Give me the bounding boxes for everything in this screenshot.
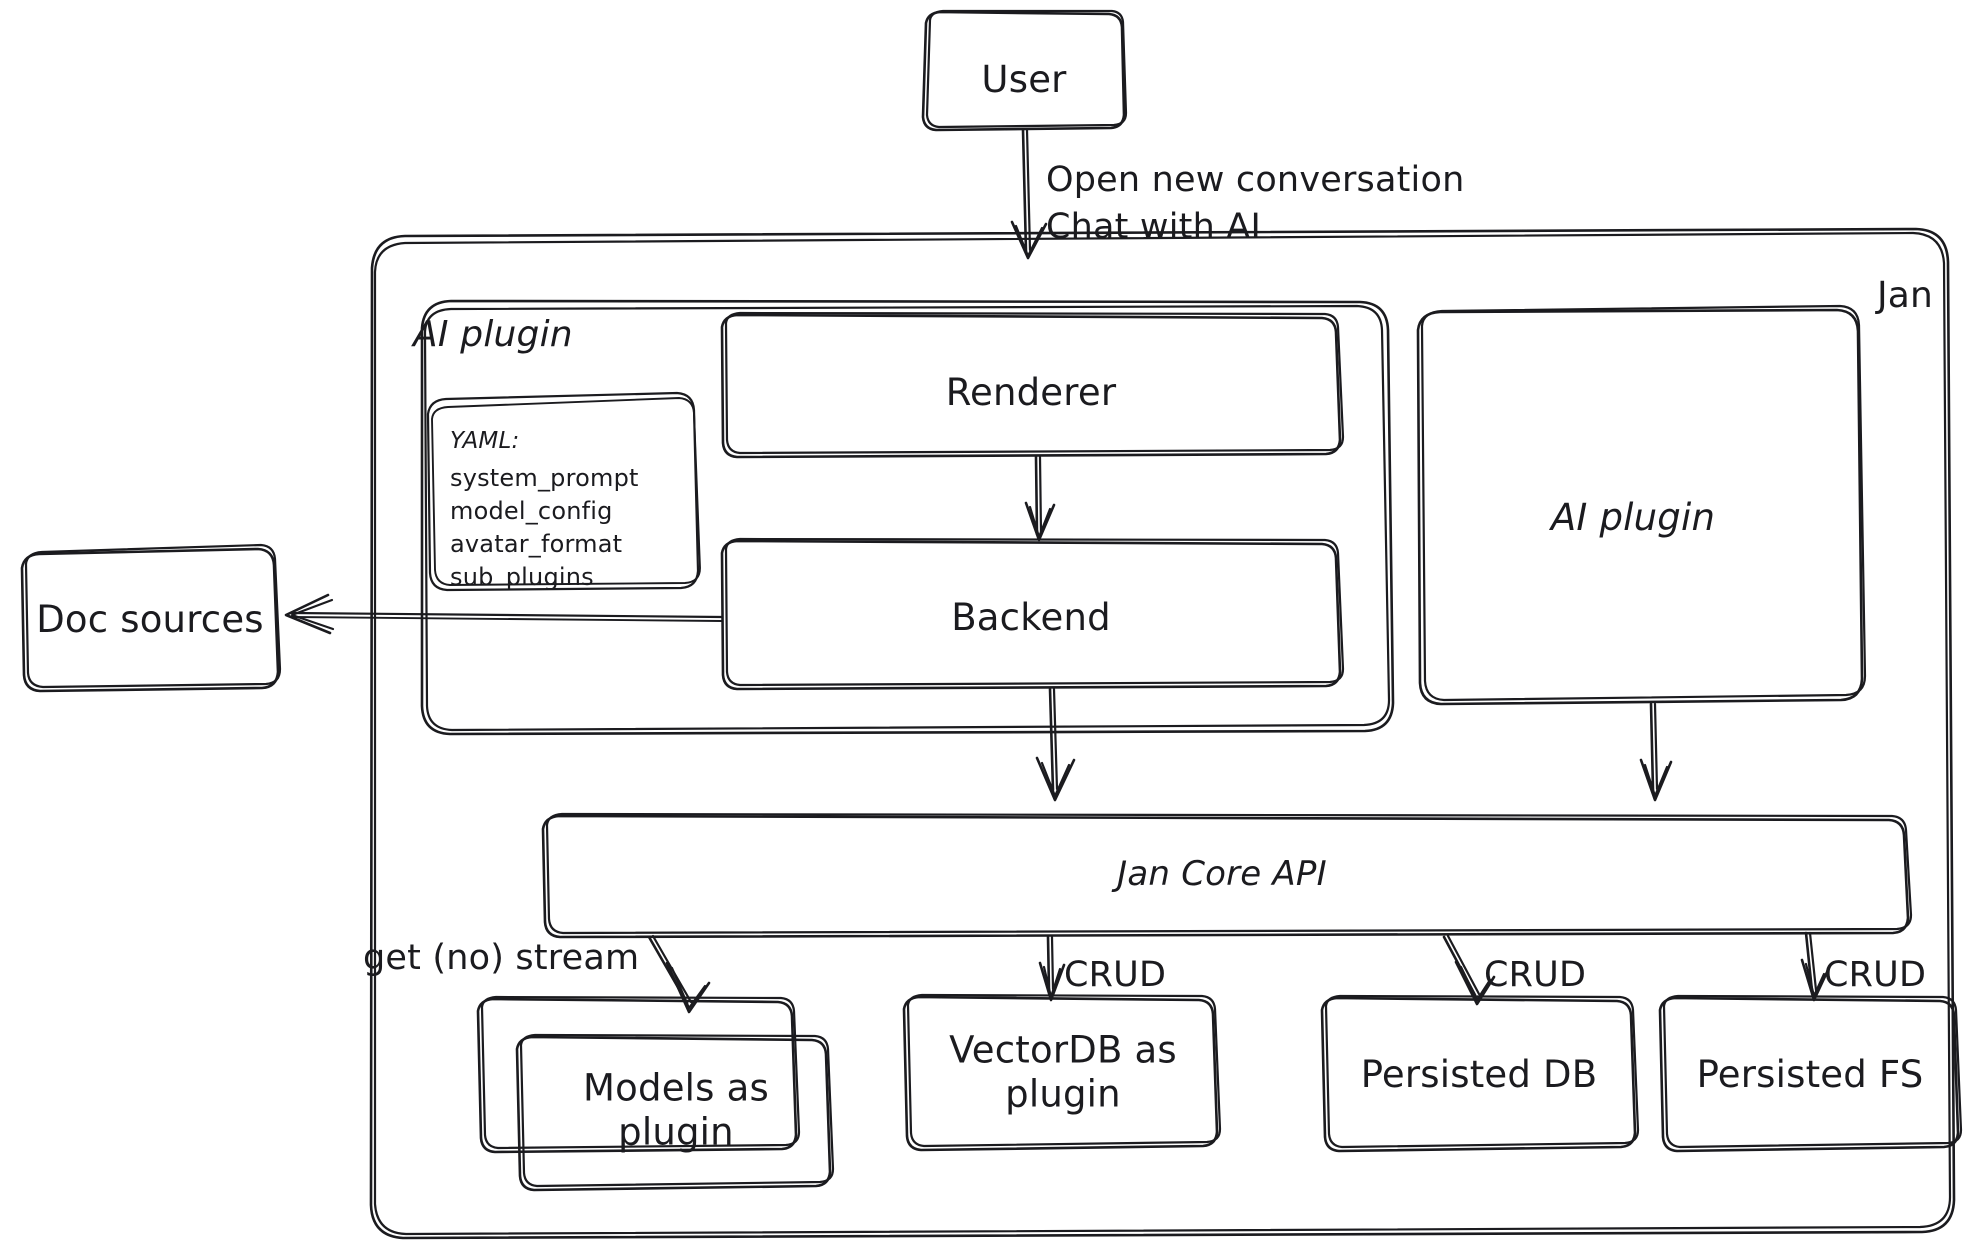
node-label-ai-plugin[interactable]: AI plugin xyxy=(1550,496,1716,540)
node-label-user[interactable]: User xyxy=(981,58,1067,102)
edge-core-api-to-models-plugin xyxy=(647,934,711,1014)
node-models-plugin-back-outline xyxy=(476,995,801,1154)
edge-label-crud-persisted-fs: CRUD xyxy=(1824,955,1927,995)
yaml-card-key-avatar-format: avatar_format xyxy=(450,530,623,558)
node-renderer-outline xyxy=(720,311,1345,459)
edge-renderer-to-backend xyxy=(1024,455,1056,542)
node-label-backend[interactable]: Backend xyxy=(951,596,1111,640)
node-label-jan-core-api[interactable]: Jan Core API xyxy=(1117,853,1327,894)
edge-backend-to-doc-sources xyxy=(284,593,724,635)
container-label-ai-plugin-group: AI plugin xyxy=(413,314,573,355)
edge-user-to-renderer xyxy=(1010,128,1048,260)
node-label-vectordb-plugin[interactable]: VectorDB as plugin xyxy=(949,1028,1177,1115)
container-label-jan: Jan xyxy=(1876,274,1934,316)
yaml-card-key-sub-plugins: sub_plugins xyxy=(450,563,594,591)
yaml-card-heading: YAML: xyxy=(450,428,520,454)
edge-ai-plugin-to-core-api xyxy=(1639,702,1673,802)
edge-core-api-to-vectordb xyxy=(1038,935,1066,1002)
edge-label-get-no-stream: get (no) stream xyxy=(363,938,640,978)
node-user-outline xyxy=(921,9,1128,132)
edge-core-api-to-persisted-db xyxy=(1442,934,1496,1006)
edge-label-crud-persisted-db: CRUD xyxy=(1484,955,1587,995)
node-label-persisted-fs[interactable]: Persisted FS xyxy=(1696,1053,1924,1097)
node-ai-plugin-outline xyxy=(1416,304,1867,706)
node-persisted-fs-outline xyxy=(1658,994,1963,1153)
edge-core-api-to-persisted-fs xyxy=(1800,931,1830,1002)
edge-label-crud-vectordb: CRUD xyxy=(1064,955,1167,995)
edge-label-open-new-conversation: Open new conversation xyxy=(1046,160,1465,200)
edge-backend-to-core-api xyxy=(1035,687,1076,802)
node-models-plugin-front-outline xyxy=(515,1033,835,1192)
node-label-doc-sources[interactable]: Doc sources xyxy=(36,598,264,642)
node-doc-sources-outline xyxy=(20,543,282,693)
node-jan-core-api-outline xyxy=(541,812,1913,939)
node-persisted-db-outline xyxy=(1320,994,1640,1153)
node-label-persisted-db[interactable]: Persisted DB xyxy=(1360,1053,1598,1097)
node-vectordb-plugin-outline xyxy=(902,993,1222,1152)
yaml-card-key-system-prompt: system_prompt xyxy=(450,464,639,492)
container-ai-plugin-group-outline xyxy=(420,299,1395,736)
yaml-card-outline xyxy=(426,391,701,592)
container-jan-outline xyxy=(369,227,1956,1240)
edge-label-chat-with-ai: Chat with AI xyxy=(1046,207,1261,247)
node-label-renderer[interactable]: Renderer xyxy=(945,371,1117,415)
node-backend-outline xyxy=(720,537,1345,691)
node-label-models-plugin[interactable]: Models as plugin xyxy=(583,1066,769,1153)
yaml-card-key-model-config: model_config xyxy=(450,497,613,525)
